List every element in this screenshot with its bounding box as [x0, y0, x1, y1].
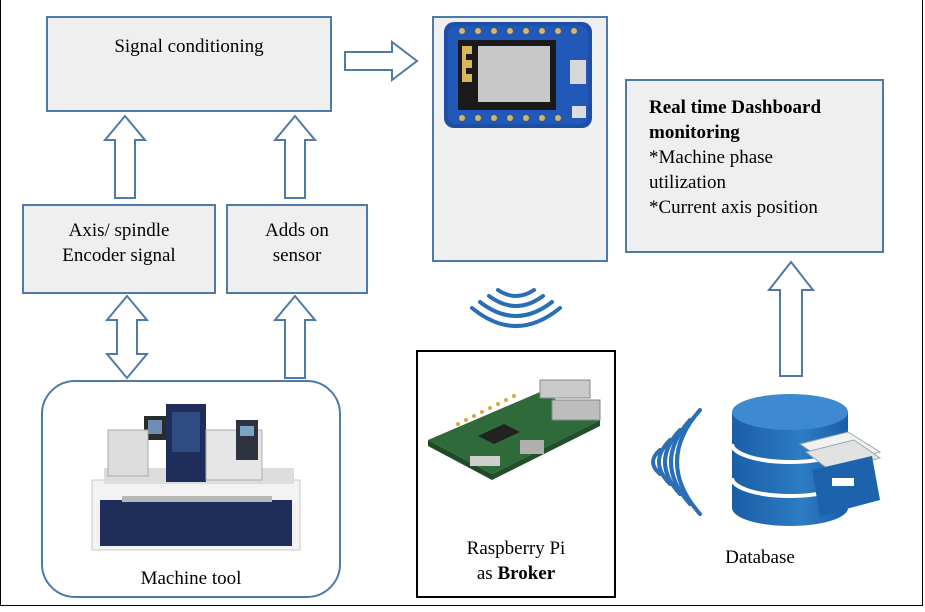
axis-encoder-line1: Axis/ spindle — [68, 220, 170, 241]
addon-sensor-line1: Adds on — [265, 220, 329, 241]
dashboard-item1-line1: *Machine phase — [649, 147, 773, 168]
dashboard-title-line2: monitoring — [649, 122, 740, 143]
signal-conditioning-box — [46, 16, 332, 112]
arrow-signal-to-esp — [344, 39, 419, 83]
dashboard-item2: *Current axis position — [649, 197, 818, 218]
esp8266-board-icon — [444, 22, 592, 128]
addon-sensor-label: Adds on sensor — [226, 218, 368, 268]
wifi-signal-database-icon — [651, 408, 702, 516]
axis-encoder-box — [22, 204, 216, 294]
axis-encoder-label: Axis/ spindle Encoder signal — [22, 218, 216, 268]
broker-bold: Broker — [497, 563, 556, 584]
broker-line2: as Broker — [416, 561, 616, 586]
dashboard-box — [625, 79, 884, 253]
addon-sensor-line2: sensor — [272, 245, 322, 266]
broker-caption: Raspberry Pi as Broker — [416, 536, 616, 586]
arrow-addon-to-signal — [272, 114, 318, 199]
arrow-axis-to-signal — [102, 114, 148, 199]
arrow-database-to-dashboard — [766, 260, 816, 377]
machine-tool-caption: Machine tool — [140, 568, 242, 589]
axis-encoder-line2: Encoder signal — [62, 245, 176, 266]
broker-as: as — [476, 563, 498, 584]
arrow-machine-axis-bidirectional — [104, 294, 150, 380]
database-icon — [730, 394, 882, 526]
dashboard-title-line1: Real time Dashboard — [649, 97, 822, 118]
database-caption: Database — [725, 547, 795, 568]
dashboard-text: Real time Dashboard monitoring *Machine … — [649, 95, 821, 220]
wifi-signal-esp-icon — [470, 288, 562, 328]
dashboard-item1-line2: utilization — [649, 172, 727, 193]
signal-conditioning-label: Signal conditioning — [114, 36, 264, 57]
addon-sensor-box — [226, 204, 368, 294]
cnc-machine-icon — [91, 404, 301, 551]
raspberry-pi-board-icon — [428, 379, 601, 480]
broker-line1: Raspberry Pi — [466, 538, 566, 559]
arrow-machine-to-addon — [272, 294, 318, 379]
